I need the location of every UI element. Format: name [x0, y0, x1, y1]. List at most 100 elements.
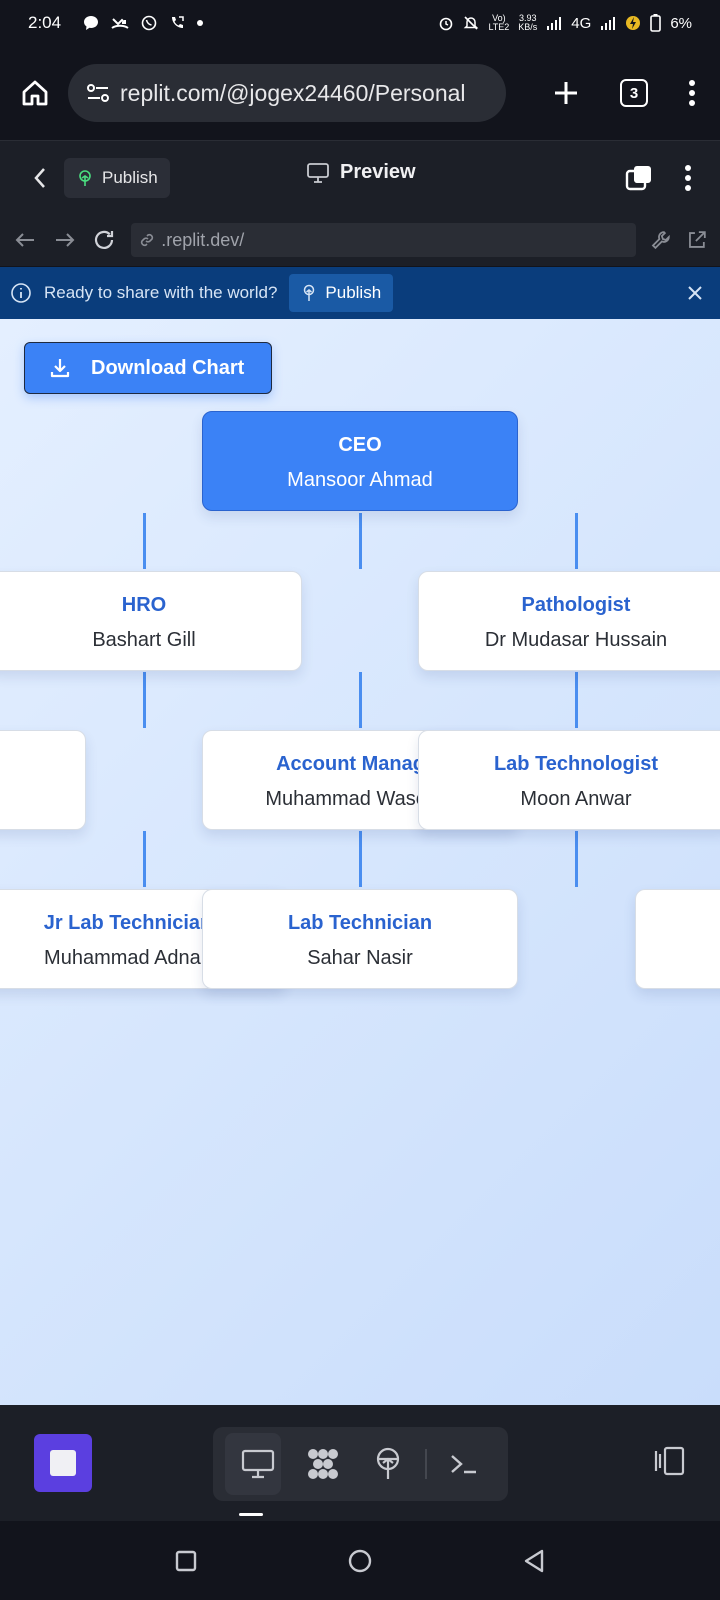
browser-toolbar: replit.com/@jogex24460/Personal 3	[0, 46, 720, 140]
battery-icon	[650, 14, 662, 32]
node-role: HRO	[121, 594, 167, 616]
publish-icon	[304, 284, 315, 301]
stop-icon	[50, 1450, 76, 1476]
status-time: 2:04	[28, 13, 62, 32]
monitor-icon	[307, 162, 329, 183]
download-icon	[50, 359, 70, 378]
connector-line	[359, 672, 362, 728]
preview-address-bar[interactable]: .replit.dev/	[131, 223, 637, 257]
preview-tool-button[interactable]	[230, 1449, 286, 1479]
back-triangle-icon[interactable]	[522, 1548, 546, 1574]
active-tool-indicator	[239, 1513, 263, 1516]
nav-back-button[interactable]	[12, 227, 38, 253]
close-icon[interactable]	[686, 284, 704, 302]
org-node-lab-technician[interactable]: Lab Technician Sahar Nasir	[202, 889, 518, 989]
network-type: 4G	[571, 14, 592, 32]
reload-button[interactable]	[92, 227, 118, 253]
org-node-pathologist[interactable]: Pathologist Dr Mudasar Hussain	[418, 571, 720, 671]
url-bar[interactable]: replit.com/@jogex24460/Personal	[68, 64, 506, 122]
battery-percent: 6%	[670, 14, 692, 32]
panel-layout-icon	[654, 1446, 685, 1475]
wrench-icon[interactable]	[650, 229, 672, 251]
tab-count: 3	[629, 84, 639, 102]
banner-publish-button[interactable]: Publish	[289, 274, 394, 312]
shell-tool-button[interactable]	[436, 1452, 492, 1476]
node-role: Lab Technologist	[493, 753, 659, 775]
android-nav-bar	[0, 1521, 720, 1600]
node-role: Pathologist	[521, 594, 631, 616]
node-person: Mansoor Ahmad	[287, 469, 433, 491]
node-person: Bashart Gill	[92, 629, 196, 651]
replit-bottom-toolbar	[0, 1405, 720, 1521]
whatsapp-icon	[141, 15, 157, 31]
org-node-ceo[interactable]: CEO Mansoor Ahmad	[202, 411, 518, 511]
arrow-left-icon	[15, 233, 34, 247]
node-person: Dr Mudasar Hussain	[484, 629, 668, 651]
back-button[interactable]	[20, 158, 60, 198]
connector-line	[359, 831, 362, 887]
url-text[interactable]: replit.com/@jogex24460/Personal	[120, 79, 466, 106]
stop-button[interactable]	[34, 1434, 92, 1492]
org-node-empty-right[interactable]	[635, 889, 720, 989]
info-icon	[11, 283, 31, 303]
home-circle-icon[interactable]	[347, 1548, 373, 1574]
signal-icon-2	[601, 17, 616, 30]
chevron-left-icon	[34, 167, 45, 188]
preview-tab[interactable]: Preview	[306, 161, 416, 184]
terminal-icon	[450, 1455, 476, 1474]
deploy-icon	[376, 1447, 399, 1479]
home-icon	[22, 80, 48, 106]
banner-publish-label: Publish	[325, 283, 382, 302]
layout-toggle-button[interactable]	[652, 1446, 686, 1481]
agent-tool-button[interactable]	[295, 1447, 351, 1481]
call-forward-icon	[172, 16, 184, 28]
node-role: Jr Lab Technician	[43, 912, 213, 934]
publish-button[interactable]: Publish	[64, 157, 170, 198]
connector-line	[359, 513, 362, 569]
replit-toolbar: Publish Preview	[0, 140, 720, 214]
connector-line	[575, 831, 578, 887]
reload-icon	[95, 230, 114, 249]
alarm-icon	[440, 17, 453, 31]
chat-bubble-icon	[84, 16, 99, 30]
site-settings-icon[interactable]	[86, 81, 110, 105]
node-person: Muhammad Adnan	[44, 947, 212, 969]
tool-switcher	[213, 1427, 508, 1501]
download-chart-button[interactable]: Download Chart	[24, 342, 272, 394]
publish-label: Publish	[102, 167, 158, 187]
new-tab-icon[interactable]	[552, 79, 580, 107]
link-icon	[141, 233, 154, 247]
recents-icon[interactable]	[174, 1549, 198, 1573]
publish-banner: Ready to share with the world? Publish	[0, 267, 720, 319]
preview-title: Preview	[340, 161, 416, 183]
notification-icons	[83, 15, 204, 31]
node-role: Lab Technician	[287, 912, 433, 934]
nav-forward-button[interactable]	[52, 227, 78, 253]
more-menu-icon[interactable]	[688, 79, 696, 107]
divider	[424, 1449, 427, 1479]
dot-icon	[197, 20, 204, 26]
connector-line	[575, 672, 578, 728]
home-button[interactable]	[18, 76, 52, 110]
preview-address-text: .replit.dev/	[161, 229, 245, 250]
tabs-icon[interactable]	[624, 163, 654, 193]
connector-line	[575, 513, 578, 569]
deploy-tool-button[interactable]	[360, 1447, 416, 1481]
connector-line	[143, 831, 146, 887]
open-external-icon[interactable]	[686, 229, 708, 251]
org-node-hro[interactable]: HRO Bashart Gill	[0, 571, 302, 671]
charging-icon	[626, 16, 641, 30]
banner-message: Ready to share with the world?	[44, 283, 278, 302]
volte-label: Vo)LTE2	[488, 13, 510, 32]
more-options-icon[interactable]	[684, 164, 692, 192]
tab-switcher-button[interactable]: 3	[620, 79, 648, 107]
org-node-lab-technologist[interactable]: Lab Technologist Moon Anwar	[418, 730, 720, 830]
org-node-empty-left[interactable]	[0, 730, 86, 830]
node-person: Muhammad Waseem	[265, 788, 455, 810]
signal-icon	[547, 17, 562, 30]
download-chart-label: Download Chart	[91, 356, 245, 379]
monitor-icon	[241, 1449, 274, 1479]
